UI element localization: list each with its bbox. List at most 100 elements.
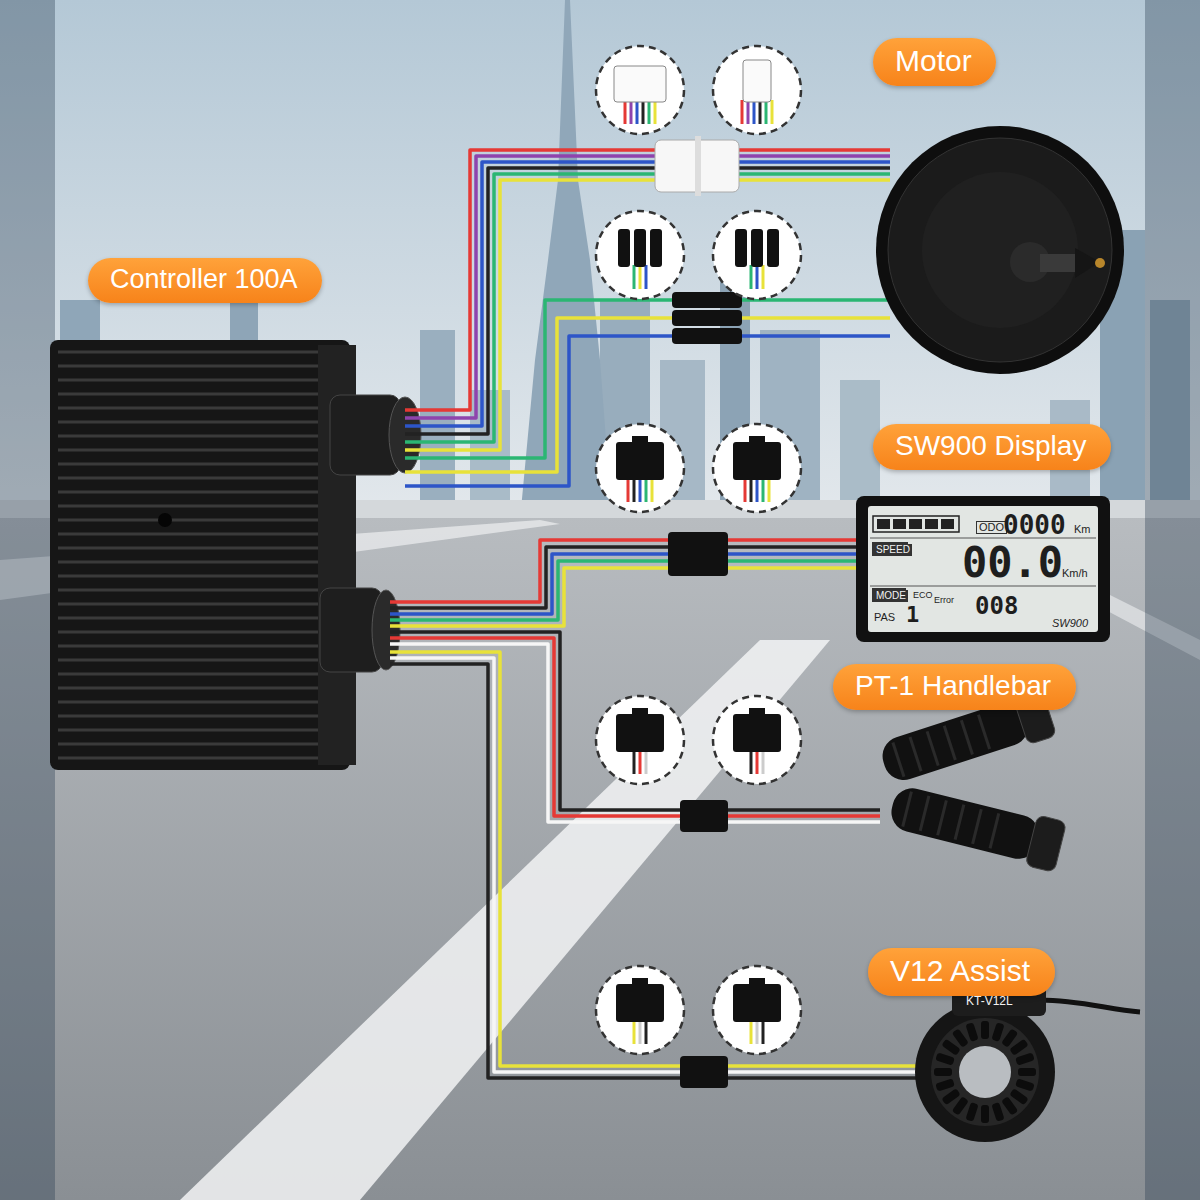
display-tag: SPEED [874,544,912,556]
magnet [952,1096,969,1115]
bullet-body [751,229,763,267]
cooling-fin [58,561,318,564]
wire-stub [762,750,765,774]
hall-wire [405,156,890,418]
plug-body [733,984,781,1022]
throttle-plug [680,800,728,832]
wire-stub [639,750,642,774]
wire-stub [747,100,750,124]
cooling-fin [58,673,318,676]
sensor-wire-bundle [390,652,925,1078]
wire-stub [648,100,651,124]
sensor-ring [931,1018,1039,1126]
motor-cover [922,172,1078,328]
phase-wire [405,336,890,486]
wire-stub [639,478,642,502]
cooling-fin [58,603,318,606]
housing-body [50,340,350,770]
bullet-connector [672,310,742,326]
grip-rib [978,715,989,749]
magnet [934,1068,952,1076]
cooling-fin [58,715,318,718]
orange-label-pill: Motor [873,38,996,86]
hall-wire [405,180,890,450]
cooling-fin [58,533,318,536]
connector-icon [713,424,801,512]
icon-frame [596,424,684,512]
battery-bar [893,519,906,529]
lcd-screen [868,506,1098,632]
throttle-wire-bundle [390,632,880,822]
bullet-body [618,229,630,267]
magnet [965,1022,978,1042]
wire-stub [654,100,657,124]
orange-label-pill: PT-1 Handlebar [833,664,1076,710]
plug-latch [749,436,765,444]
wire-stub [645,478,648,502]
axle-tip [1095,258,1105,268]
connector-icon [713,966,801,1054]
cooling-fin [58,687,318,690]
icon-frame [596,696,684,784]
cooling-fin [58,645,318,648]
connector-icon [713,696,801,784]
hall-wire [405,174,890,442]
grip-rib [944,726,955,760]
magnet [1001,1096,1018,1115]
display-tag: MODE [874,590,908,602]
magnet [1001,1028,1018,1047]
magnet [935,1052,955,1065]
icon-frame [713,211,801,299]
magnet [991,1022,1004,1042]
cooling-fin [58,379,318,382]
grip-rib [990,813,999,848]
wire-stub [645,1020,648,1044]
bullet-body [634,229,646,267]
sensor-plug [680,1056,728,1088]
magnet [965,1102,978,1122]
wire-stub [759,100,762,124]
magnet [1009,1039,1028,1056]
controller-housing [50,340,421,770]
magnet [1018,1068,1036,1076]
connector-icon [596,966,684,1054]
wire-stub [750,265,753,289]
grip-rib [927,731,938,765]
icon-frame [596,211,684,299]
wire-stub [639,265,642,289]
grip-rib [973,809,982,844]
sensor-wire [390,664,925,1078]
wire-stub [633,265,636,289]
hall-plug [695,136,701,196]
wire-stub [750,1020,753,1044]
wire-stub [762,1020,765,1044]
wire-stub [750,478,753,502]
wire-stub [756,750,759,774]
wire-stub [633,750,636,774]
magnet [981,1105,989,1123]
display-tag: Error [934,596,954,605]
wire-stub [636,100,639,124]
orange-label-pill: V12 Assist [868,948,1055,996]
icon-frame [596,966,684,1054]
lcd-digits: 0000 [1003,512,1066,538]
cooling-fin [58,547,318,550]
odometer-tag: ODO [976,521,1007,534]
road [0,500,1200,1200]
wire-stub [741,100,744,124]
icon-frame [713,966,801,1054]
cooling-fin [58,743,318,746]
grip-body [887,784,1043,863]
grip-rib [920,796,929,831]
wire-stub [762,265,765,289]
display-wire [390,547,862,608]
cooling-fin [58,435,318,438]
magnet [941,1039,960,1056]
throttle-grip [886,780,1066,872]
connector-icon [596,46,684,134]
lcd-digits: 008 [975,594,1018,618]
grip-collar [1025,815,1067,873]
cooling-fin [58,351,318,354]
plug-latch [749,978,765,986]
